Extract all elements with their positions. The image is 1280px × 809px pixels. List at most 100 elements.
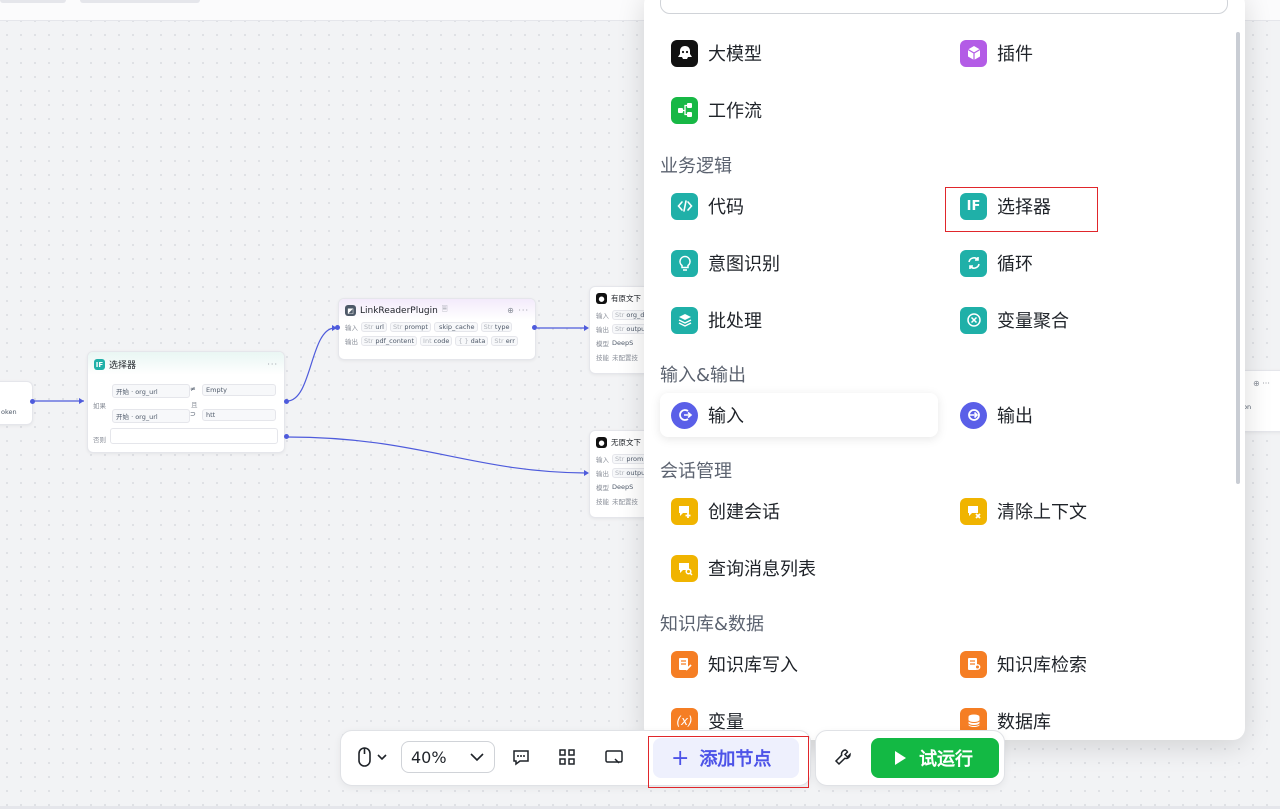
item-label: 插件 (997, 44, 1033, 65)
else-branch-box[interactable] (110, 428, 278, 444)
query-messages-icon (671, 554, 698, 582)
input-port[interactable] (335, 325, 340, 330)
node-item-selector[interactable]: IF 选择器 (949, 184, 1227, 228)
condition-left[interactable]: 开始 · org_url (112, 409, 190, 423)
selector-node[interactable]: IF 选择器 ··· 如果 否则 开始 · org_url ≠ Empty 且 … (87, 351, 285, 453)
node-item-kb-search[interactable]: 知识库检索 (949, 642, 1227, 686)
node-item-code[interactable]: 代码 (660, 184, 938, 228)
arrow-head (584, 470, 589, 476)
test-run-label: 试运行 (919, 749, 973, 770)
node-title: 无原文下 (611, 438, 641, 447)
node-item-workflow[interactable]: 工作流 (660, 88, 938, 132)
variable-merge-icon (960, 306, 987, 334)
llm-icon (671, 39, 698, 67)
item-label: 变量聚合 (997, 311, 1069, 332)
play-icon (895, 751, 906, 765)
section-input-output: 输入&输出 (660, 365, 747, 386)
condition-value[interactable]: htt (202, 409, 276, 421)
zoom-select[interactable]: 40% (401, 741, 495, 773)
loop-icon (960, 249, 987, 277)
condition-left[interactable]: 开始 · org_url (112, 384, 190, 398)
node-item-input[interactable]: 输入 (660, 393, 938, 437)
node-item-kb-write[interactable]: 知识库写入 (660, 642, 938, 686)
item-label: 输入 (708, 406, 744, 427)
mouse-mode-button[interactable] (353, 745, 393, 769)
kb-write-icon (671, 650, 698, 678)
edge-selector-if-to-plugin (286, 327, 335, 402)
comment-button[interactable] (509, 745, 533, 769)
arrow-head (584, 325, 589, 331)
output-port[interactable] (532, 325, 537, 330)
node-title: 有原文下 (611, 294, 641, 303)
chevron-down-icon (470, 753, 484, 762)
node-item-batch[interactable]: 批处理 (660, 298, 938, 342)
else-label: 否则 (93, 436, 106, 444)
node-item-query-messages[interactable]: 查询消息列表 (660, 546, 938, 590)
node-item-llm[interactable]: 大模型 (660, 31, 938, 75)
more-icon[interactable]: ⊕ ··· (1253, 379, 1270, 388)
add-node-button[interactable]: + 添加节点 (653, 738, 799, 778)
start-node-partial[interactable]: oken (0, 381, 33, 425)
condition-value[interactable]: Empty (202, 384, 276, 396)
start-node-output: oken (1, 408, 17, 416)
item-label: 清除上下文 (997, 502, 1087, 523)
arrow-head (332, 325, 337, 331)
zoom-value: 40% (411, 747, 447, 767)
input-icon (671, 401, 698, 429)
debug-settings-button[interactable] (831, 745, 855, 769)
run-toolbar: 试运行 (815, 730, 1005, 786)
condition-operator[interactable]: ≠ (190, 385, 196, 393)
minimap-icon (605, 750, 623, 764)
item-label: 变量 (708, 712, 744, 733)
add-node-panel: 大模型 插件 工作流 业务逻辑 代码 IF 选择器 意图识别 循环 (644, 0, 1245, 740)
node-item-plugin[interactable]: 插件 (949, 31, 1227, 75)
plus-icon: + (671, 745, 690, 771)
output-port[interactable] (30, 399, 35, 404)
wrench-icon (834, 749, 851, 766)
else-output-port[interactable] (284, 434, 289, 439)
more-icon[interactable]: ⊕ ··· (507, 306, 529, 315)
condition-operator[interactable]: ⊃ (190, 410, 196, 418)
node-item-intent[interactable]: 意图识别 (660, 241, 938, 285)
highlight-selector (945, 187, 1098, 232)
node-search-input[interactable] (660, 0, 1228, 14)
llm-icon: ● (596, 293, 607, 304)
llm-icon: ● (596, 437, 607, 448)
panel-scrollbar[interactable] (1236, 32, 1240, 484)
item-label: 循环 (997, 254, 1033, 275)
item-label: 输出 (997, 406, 1033, 427)
auto-layout-button[interactable] (555, 745, 579, 769)
if-icon: IF (94, 359, 105, 370)
if-output-port[interactable] (284, 399, 289, 404)
node-item-create-conversation[interactable]: 创建会话 (660, 489, 938, 533)
bottom-border (0, 806, 1280, 809)
top-tab-stub[interactable] (0, 0, 66, 3)
top-tab-stub[interactable] (80, 0, 200, 3)
kb-search-icon (960, 650, 987, 678)
item-label: 数据库 (997, 712, 1051, 733)
minimap-button[interactable] (602, 745, 626, 769)
item-label: 批处理 (708, 311, 762, 332)
item-label: 选择器 (997, 197, 1051, 218)
item-label: 查询消息列表 (708, 559, 816, 580)
skill-row: 技能未配置技 (596, 354, 638, 362)
node-title: LinkReaderPlugin (360, 305, 438, 316)
node-item-loop[interactable]: 循环 (949, 241, 1227, 285)
node-item-output[interactable]: 输出 (949, 393, 1227, 437)
more-icon[interactable]: ··· (267, 360, 278, 369)
item-label: 意图识别 (708, 254, 780, 275)
create-conversation-icon (671, 497, 698, 525)
highlight-add-node (648, 736, 809, 788)
node-item-variable-merge[interactable]: 变量聚合 (949, 298, 1227, 342)
node-item-clear-context[interactable]: 清除上下文 (949, 489, 1227, 533)
if-icon: IF (960, 192, 987, 220)
if-label: 如果 (93, 402, 106, 410)
test-run-button[interactable]: 试运行 (871, 738, 999, 778)
end-node-text: on (1243, 403, 1252, 411)
